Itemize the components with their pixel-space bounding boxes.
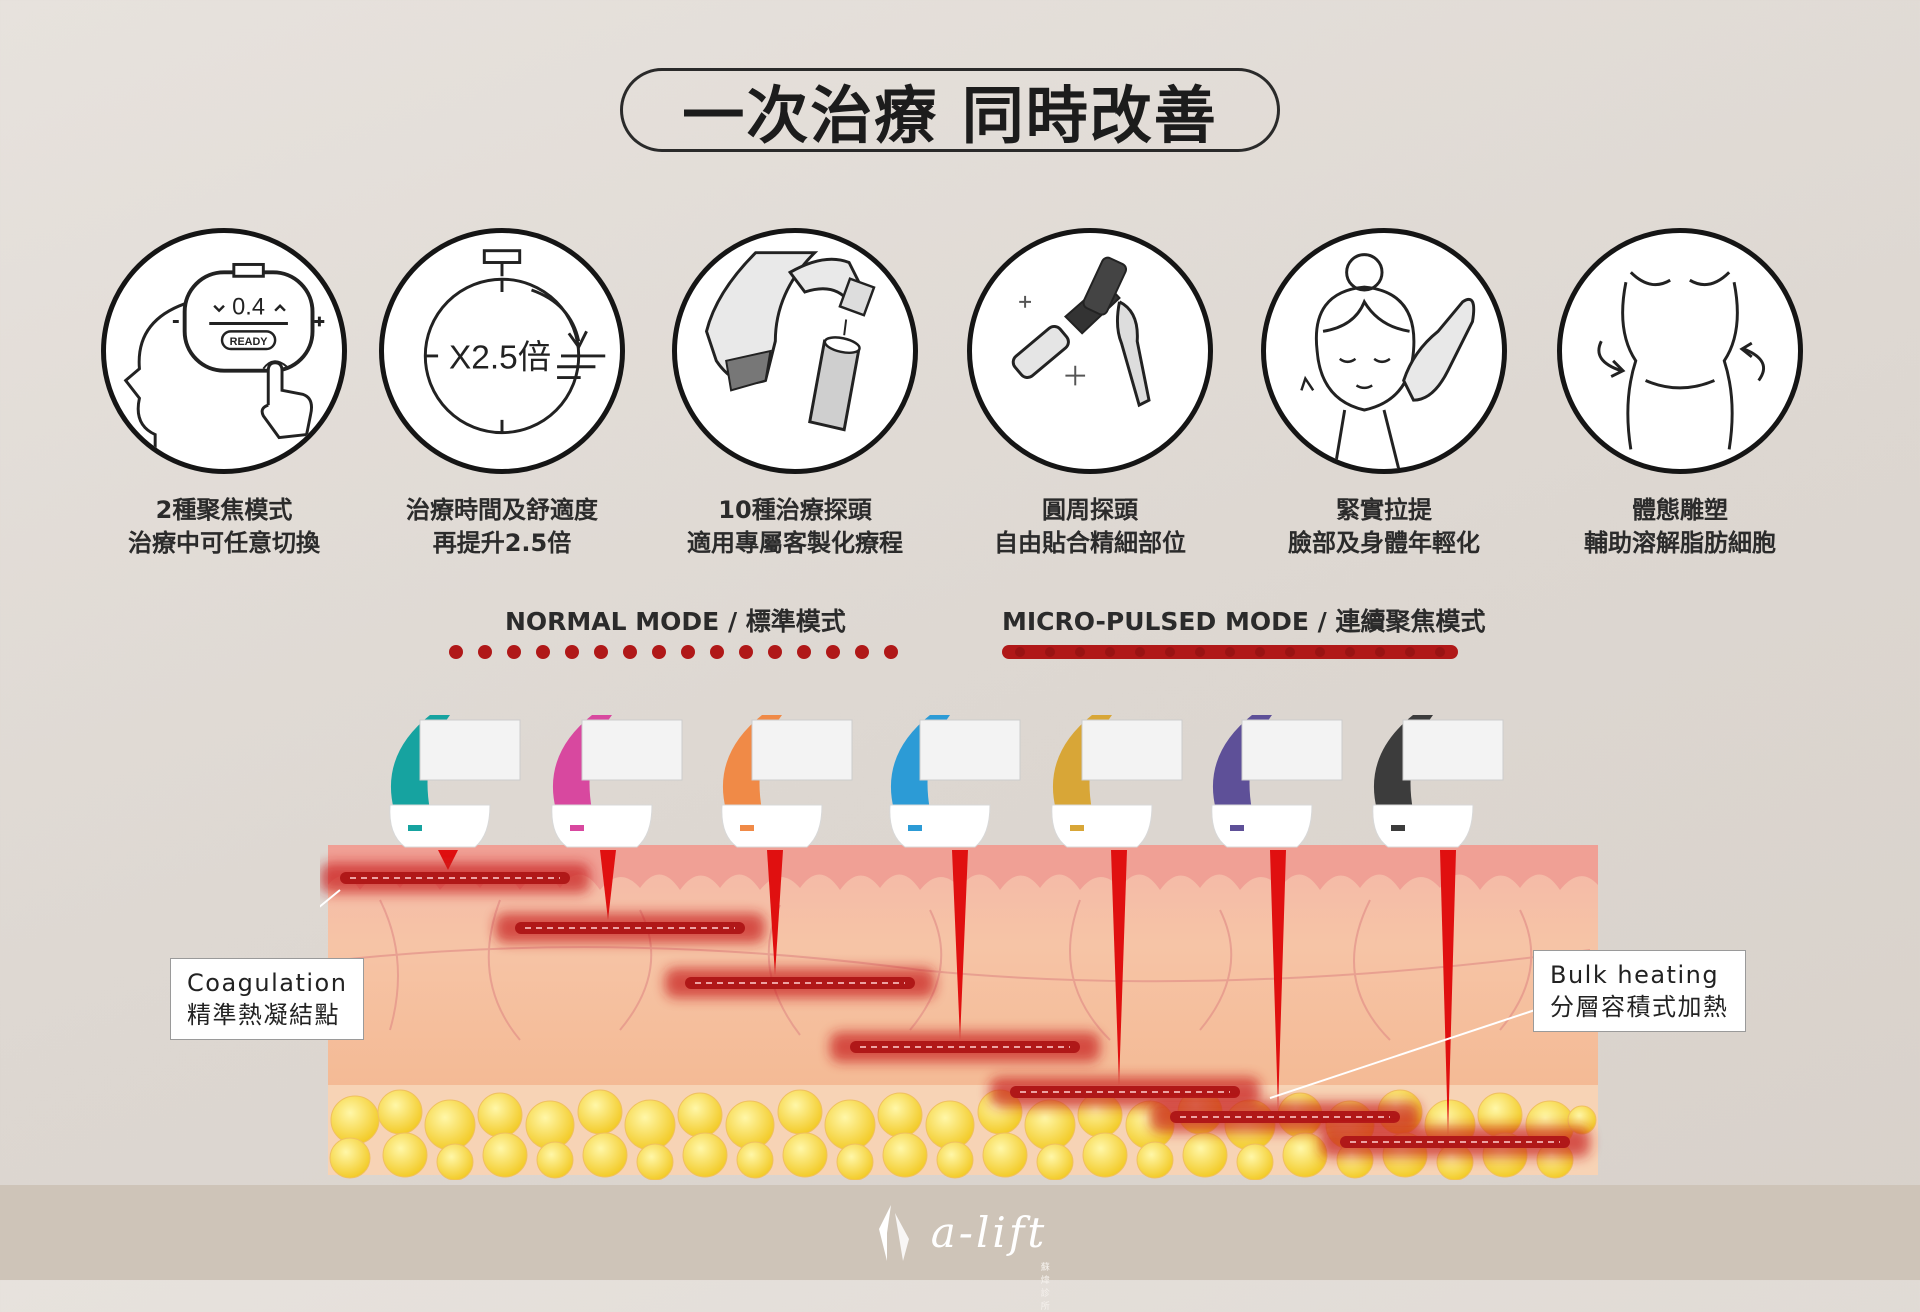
coagulation-label-en: Coagulation [187,969,348,997]
footer-bar: a-lift 蘇 煒 診 所 [0,1185,1920,1312]
feature-circular-probe: 圓周探頭自由貼合精細部位 [965,228,1215,560]
probe-5 [1051,715,1183,848]
brand-mark-icon [878,1204,909,1261]
bulk-heating-label: Bulk heating 分層容積式加熱 [1533,950,1746,1032]
face-lift-icon [1261,228,1507,474]
feature-3-line1: 10種治療探頭 [718,496,872,524]
stopwatch-icon: X2.5倍 [379,228,625,474]
feature-1-line1: 2種聚焦模式 [155,496,293,524]
feature-2-line2: 再提升2.5倍 [432,529,572,557]
feature-4-line1: 圓周探頭 [1042,496,1138,524]
bulk-heating-label-zh: 分層容積式加熱 [1550,993,1729,1021]
feature-face-lift: 緊實拉提臉部及身體年輕化 [1259,228,1509,560]
feature-6-line1: 體態雕塑 [1632,496,1728,524]
skin-layer-diagram [320,715,1598,1180]
feature-body-contour: 體態雕塑輔助溶解脂肪細胞 [1555,228,1805,560]
probe-2 [551,715,683,848]
probe-4 [889,715,1021,848]
feature-2-line1: 治療時間及舒適度 [406,496,598,524]
feature-3-line2: 適用專屬客製化療程 [687,529,903,557]
feature-4-line2: 自由貼合精細部位 [994,529,1186,557]
bulk-heating-leader-line [1269,1009,1536,1099]
coagulation-leader-line [320,889,341,908]
circular-probe-icon [967,228,1213,474]
probe-7 [1372,715,1504,848]
normal-mode-label: NORMAL MODE / 標準模式 [505,607,846,636]
feature-1-line2: 治療中可任意切換 [128,529,320,557]
probe-3 [721,715,853,848]
focus-mode-device-icon: 0.4 READY [101,228,347,474]
brand-name: a-lift [930,1208,1048,1257]
micro-pulsed-mode-label: MICRO-PULSED MODE / 連續聚焦模式 [1002,607,1486,636]
feature-5-line1: 緊實拉提 [1336,496,1432,524]
feature-6-line2: 輔助溶解脂肪細胞 [1584,529,1776,557]
brand-tagline: 蘇 煒 診 所 [1040,1263,1053,1312]
normal-mode-dots [449,645,898,659]
body-contour-icon [1557,228,1803,474]
brand-logo: a-lift 蘇 煒 診 所 [873,1203,1050,1312]
timer-multiplier-text: X2.5倍 [449,340,551,377]
coagulation-label-zh: 精準熱凝結點 [187,1001,340,1029]
micro-pulsed-mode-line [1002,645,1458,659]
probe-6 [1211,715,1343,848]
feature-cartridges: 10種治療探頭適用專屬客製化療程 [670,228,920,560]
feature-focus-modes: 0.4 READY 2種聚焦模式治療中可任意切換 [99,228,349,560]
feature-5-line2: 臉部及身體年輕化 [1288,529,1480,557]
coagulation-label: Coagulation 精準熱凝結點 [170,958,365,1040]
cartridge-handpiece-icon [672,228,918,474]
feature-treatment-time: X2.5倍 治療時間及舒適度再提升2.5倍 [377,228,627,560]
bulk-heating-label-en: Bulk heating [1550,961,1720,989]
device-ready-badge: READY [230,336,269,348]
page-title: 一次治療 同時改善 [620,68,1280,152]
device-value-text: 0.4 [232,295,265,321]
probe-1 [389,715,521,848]
